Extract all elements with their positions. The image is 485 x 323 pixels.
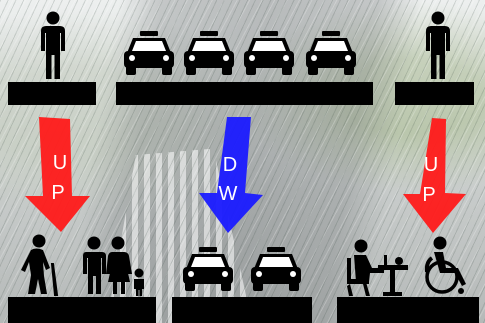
arrow-letter: W bbox=[219, 183, 238, 205]
family-icon bbox=[83, 237, 144, 297]
taxi-icon bbox=[244, 31, 294, 75]
arrow-letter: P bbox=[51, 182, 64, 204]
taxi-icon bbox=[251, 247, 301, 291]
upper-right-platform bbox=[395, 82, 474, 105]
arrow-letter: U bbox=[424, 154, 438, 176]
upper-left-platform bbox=[8, 82, 96, 105]
lower-center-platform bbox=[172, 297, 312, 323]
taxi-icon bbox=[124, 31, 174, 75]
standing-person-icon bbox=[41, 12, 65, 80]
lower-right-platform bbox=[337, 297, 479, 323]
lower-left-platform bbox=[8, 297, 156, 323]
arrow-letter: P bbox=[422, 184, 435, 206]
elderly-person-with-cane-icon bbox=[21, 235, 57, 296]
taxi-icon bbox=[306, 31, 356, 75]
taxi-icon bbox=[184, 31, 234, 75]
down-arrow-center: D W bbox=[199, 117, 263, 233]
standing-person-icon bbox=[426, 12, 450, 80]
arrow-letter: D bbox=[223, 154, 237, 176]
arrow-letter: U bbox=[53, 152, 67, 174]
up-arrow-right: U P bbox=[403, 118, 466, 233]
cafe-seating-icon bbox=[347, 240, 408, 297]
upper-center-platform bbox=[116, 82, 373, 105]
taxi-icon bbox=[183, 247, 233, 291]
up-arrow-left: U P bbox=[25, 117, 90, 232]
wheelchair-user-icon bbox=[427, 237, 466, 295]
